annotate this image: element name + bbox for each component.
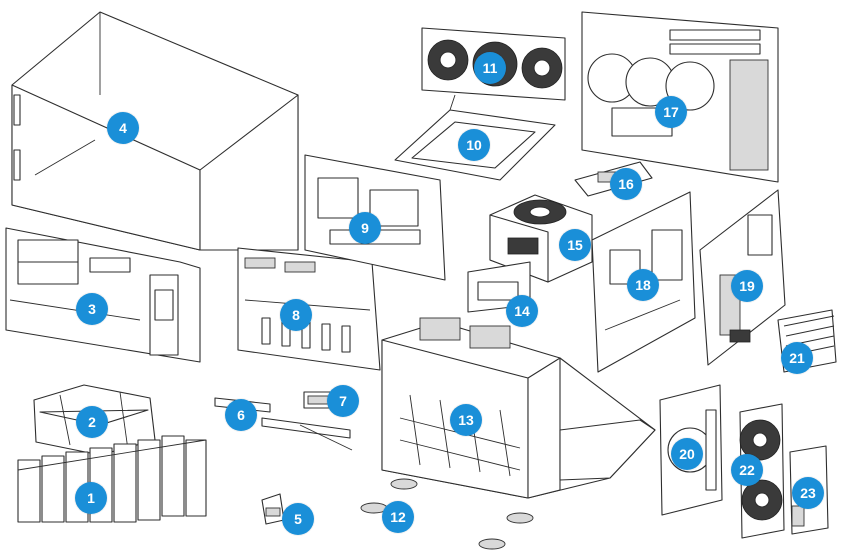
- callout-2: 2: [76, 406, 108, 438]
- callout-1: 1: [75, 482, 107, 514]
- callout-3: 3: [76, 293, 108, 325]
- callout-20: 20: [671, 438, 703, 470]
- callout-15: 15: [559, 229, 591, 261]
- callout-11: 11: [474, 52, 506, 84]
- callout-16: 16: [610, 168, 642, 200]
- callout-4: 4: [107, 112, 139, 144]
- callout-23: 23: [792, 477, 824, 509]
- part-power-supply: [489, 194, 593, 283]
- callout-22: 22: [731, 454, 763, 486]
- callout-19: 19: [731, 270, 763, 302]
- part-small-bracket: [261, 493, 285, 525]
- callout-6: 6: [225, 399, 257, 431]
- callout-13: 13: [450, 404, 482, 436]
- callout-7: 7: [327, 385, 359, 417]
- part-drive-trays: [17, 435, 207, 523]
- callout-14: 14: [506, 295, 538, 327]
- callout-12: 12: [382, 501, 414, 533]
- callout-10: 10: [458, 129, 490, 161]
- part-rubber-feet: [360, 478, 534, 550]
- part-front-bezel: [5, 227, 201, 363]
- part-rear-panel: [581, 11, 779, 183]
- callout-5: 5: [282, 503, 314, 535]
- part-chassis-cover: [11, 11, 299, 251]
- callout-18: 18: [627, 269, 659, 301]
- callout-9: 9: [349, 212, 381, 244]
- callout-17: 17: [655, 96, 687, 128]
- callout-21: 21: [781, 342, 813, 374]
- callout-8: 8: [280, 299, 312, 331]
